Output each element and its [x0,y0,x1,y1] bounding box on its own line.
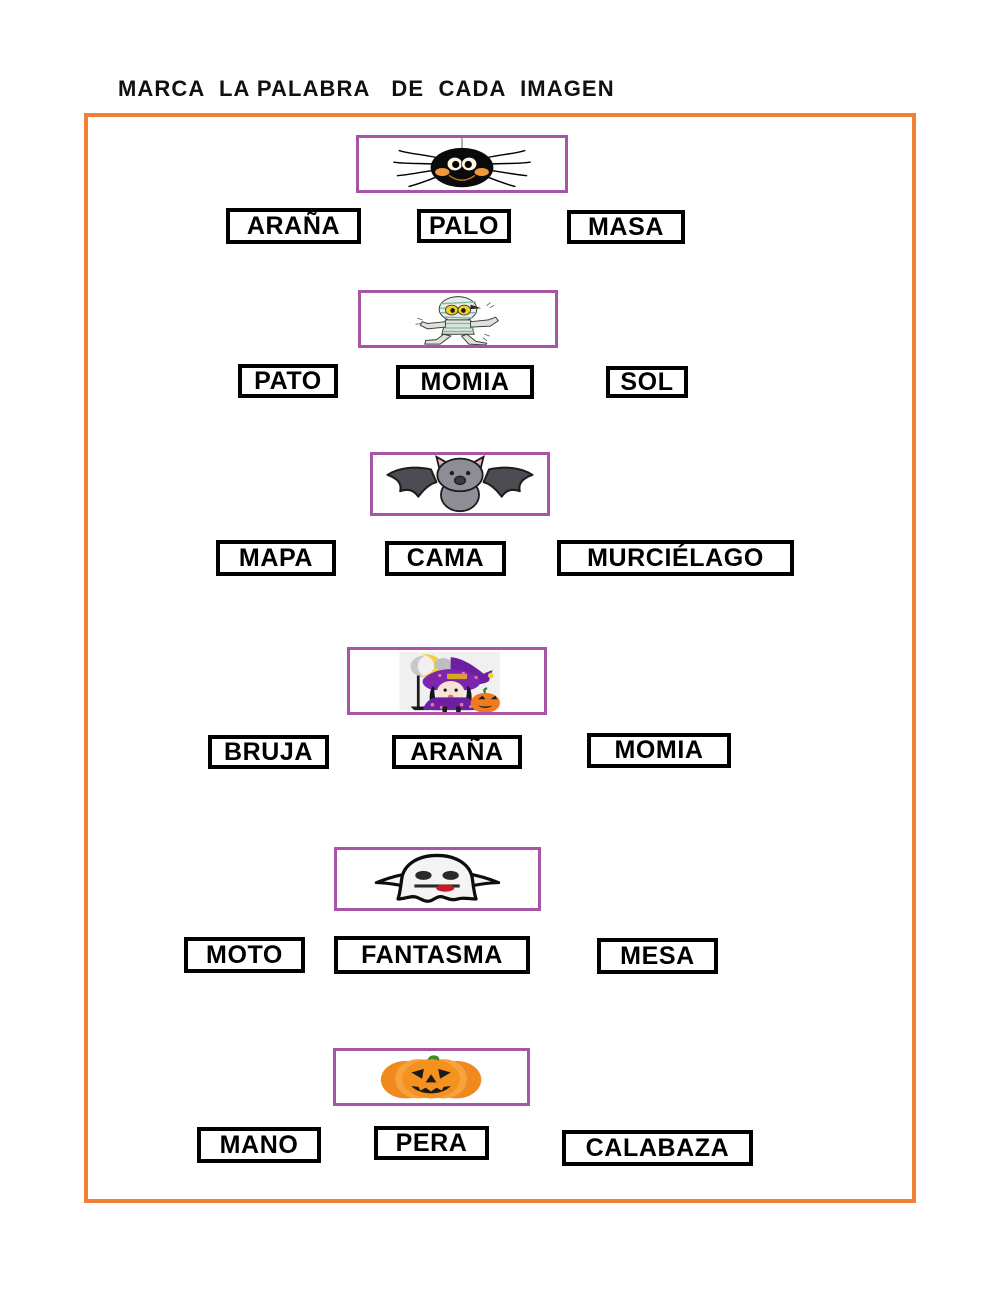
word-option-label: MASA [587,212,664,241]
word-option-moto[interactable]: MOTO [184,937,305,973]
word-option-label: PALO [429,211,499,240]
word-option-label: MURCIÉLAGO [587,543,764,572]
pumpkin-image [333,1048,530,1106]
bat-image [370,452,550,516]
word-option-label: BRUJA [223,737,314,766]
word-option-label: SOL [620,367,674,396]
word-option-mano[interactable]: MANO [197,1127,321,1163]
mummy-image [358,290,558,348]
word-option-label: PATO [254,366,322,395]
spider-image [356,135,568,193]
word-option-palo[interactable]: PALO [417,209,511,243]
word-option-momia-4[interactable]: MOMIA [587,733,731,768]
word-option-mesa[interactable]: MESA [597,938,718,974]
word-option-momia-2[interactable]: MOMIA [396,365,534,399]
word-option-label: PERA [395,1128,468,1157]
word-option-masa[interactable]: MASA [567,210,685,244]
word-option-arana-4[interactable]: ARAÑA [392,735,522,769]
word-option-label: MOTO [206,940,283,969]
word-option-label: ARAÑA [410,737,504,766]
word-option-label: MESA [620,941,695,970]
word-option-label: MANO [219,1130,299,1159]
word-option-label: MAPA [238,543,314,572]
word-option-sol[interactable]: SOL [606,366,688,398]
word-option-label: MOMIA [614,736,704,764]
word-option-arana-1[interactable]: ARAÑA [226,208,361,244]
word-option-mapa[interactable]: MAPA [216,540,336,576]
word-option-label: FANTASMA [361,940,503,969]
word-option-fantasma[interactable]: FANTASMA [334,936,530,974]
word-option-pera[interactable]: PERA [374,1126,489,1160]
word-option-bruja[interactable]: BRUJA [208,735,329,769]
word-option-label: CAMA [406,544,485,572]
word-option-label: MOMIA [420,367,510,396]
word-option-label: ARAÑA [246,211,341,240]
witch-image [347,647,547,715]
page-title: MARCA LA PALABRA DE CADA IMAGEN [118,76,615,101]
word-option-murcielago[interactable]: MURCIÉLAGO [557,540,794,576]
word-option-cama[interactable]: CAMA [385,541,506,576]
word-option-pato[interactable]: PATO [238,364,338,398]
word-option-label: CALABAZA [585,1133,730,1162]
word-option-calabaza[interactable]: CALABAZA [562,1130,753,1166]
ghost-image [334,847,541,911]
